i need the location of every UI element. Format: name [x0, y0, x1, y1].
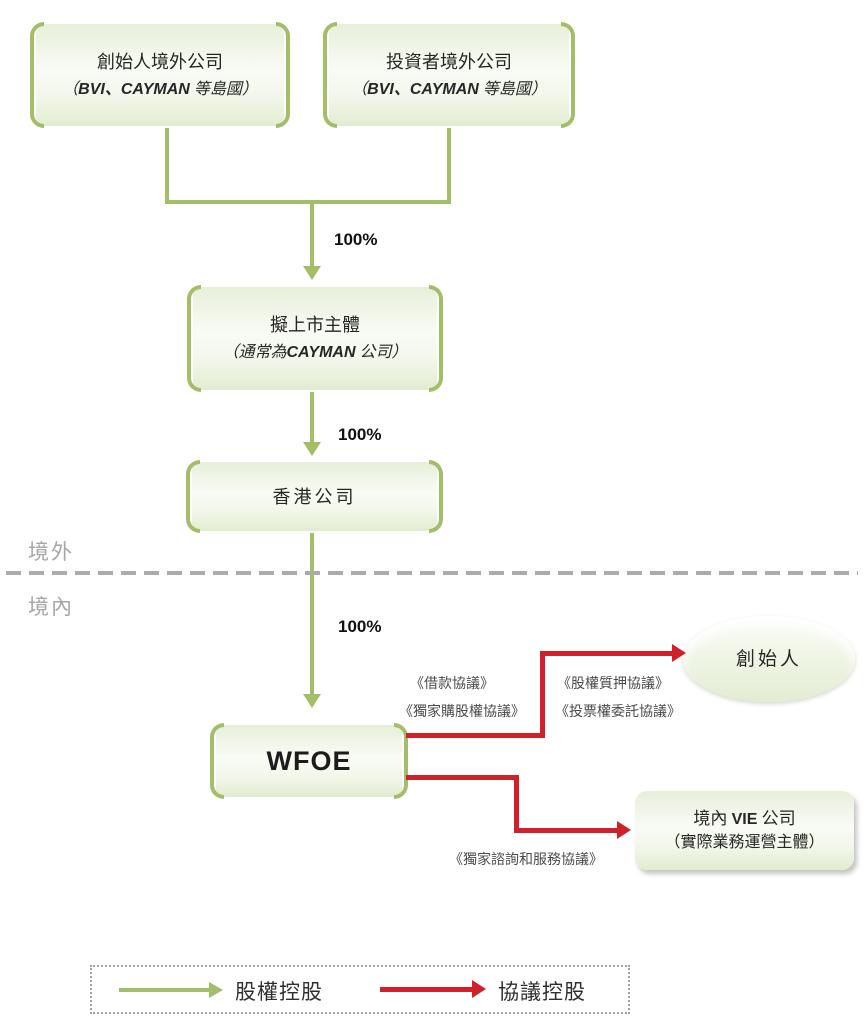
contract-arrow-to-vie: [406, 775, 519, 780]
bracket-right: [394, 723, 408, 799]
text-part: （: [351, 80, 368, 98]
arrowhead: [472, 980, 486, 998]
node-subtitle: （BVI、CAYMAN 等島國）: [62, 80, 258, 98]
connector-segment: [514, 828, 619, 833]
offshore-onshore-divider: [6, 571, 858, 575]
arrowhead: [303, 266, 321, 280]
node-hk-company: 香港公司: [186, 460, 443, 533]
text-part: 公司: [757, 809, 796, 828]
bracket-left: [323, 22, 337, 128]
bracket-left: [186, 460, 200, 533]
text-part: 公司）: [355, 344, 408, 361]
node-label: WFOE: [210, 723, 408, 799]
node-vie-company: 境內 VIE 公司 （實際業務運營主體）: [635, 791, 854, 870]
text-part: CAYMAN: [286, 344, 356, 361]
box-fill: [36, 24, 284, 126]
agreement-label-exclusive-option: 《獨家購股權協議》: [399, 705, 525, 720]
legend-contract-arrow: [380, 987, 472, 992]
bracket-right: [561, 22, 575, 128]
text-part: （: [62, 80, 79, 98]
text-part: BVI、CAYMAN: [78, 80, 190, 98]
node-title: WFOE: [266, 745, 352, 776]
bracket-left: [210, 723, 224, 799]
agreement-label-voting-proxy: 《投票權委託協議》: [555, 705, 681, 720]
node-title: 擬上市主體: [270, 315, 360, 335]
connector-segment: [540, 651, 545, 738]
text-part: 等島國）: [478, 80, 547, 98]
arrowhead: [303, 694, 321, 708]
connector-segment: [540, 651, 674, 656]
node-title: 境內 VIE 公司: [693, 810, 795, 828]
text-part: 等島國）: [189, 80, 258, 98]
node-wfoe: WFOE: [210, 723, 408, 799]
legend-equity-arrow: [119, 988, 209, 992]
region-label-onshore: 境內: [28, 595, 74, 619]
node-listing-entity: 擬上市主體 （通常為CAYMAN 公司）: [187, 285, 443, 392]
node-founder: 創始人: [683, 616, 855, 702]
bracket-right: [429, 460, 443, 533]
node-investor-offshore: 投資者境外公司 （BVI、CAYMAN 等島國）: [323, 22, 575, 128]
equity-arrow-to-listing: [310, 200, 314, 268]
text-part: （通常為: [222, 344, 287, 361]
box-fill: [216, 725, 402, 797]
legend-equity-label: 股權控股: [235, 980, 323, 1004]
connector-segment: [514, 775, 519, 832]
node-label: 香港公司: [186, 460, 443, 533]
bracket-left: [30, 22, 44, 128]
equity-arrow-to-hk: [310, 392, 314, 444]
node-title: 投資者境外公司: [386, 51, 512, 72]
contract-arrow-to-founder: [406, 733, 545, 738]
connector-segment: [165, 128, 169, 204]
node-subtitle: （BVI、CAYMAN 等島國）: [351, 80, 547, 98]
node-label: 創始人境外公司 （BVI、CAYMAN 等島國）: [30, 22, 290, 128]
connector-segment: [165, 200, 451, 204]
node-title: 創始人: [735, 648, 802, 670]
connector-segment: [447, 128, 451, 204]
agreement-label-exclusive-services: 《獨家諮詢和服務協議》: [449, 853, 603, 868]
arrowhead: [303, 442, 321, 456]
equity-arrow-to-wfoe: [310, 533, 314, 696]
percent-label-mid: 100%: [338, 425, 382, 444]
region-label-offshore: 境外: [28, 540, 74, 564]
box-fill: [193, 287, 437, 390]
agreement-label-loan: 《借款協議》: [410, 677, 494, 692]
legend-box: 股權控股 協議控股: [90, 965, 630, 1014]
node-title: 香港公司: [272, 486, 357, 507]
bracket-right: [276, 22, 290, 128]
arrowhead: [209, 982, 223, 998]
text-part: 境內: [693, 809, 732, 828]
arrowhead: [672, 644, 686, 662]
node-title: 創始人境外公司: [97, 51, 223, 72]
node-subtitle: （實際業務運營主體）: [664, 834, 825, 851]
legend-contract-label: 協議控股: [498, 980, 586, 1004]
node-label: 投資者境外公司 （BVI、CAYMAN 等島國）: [323, 22, 575, 128]
node-subtitle: （通常為CAYMAN 公司）: [222, 345, 407, 361]
node-founder-offshore: 創始人境外公司 （BVI、CAYMAN 等島國）: [30, 22, 290, 128]
box-fill: [329, 24, 569, 126]
bracket-left: [187, 285, 201, 392]
arrowhead: [617, 821, 631, 839]
bracket-right: [429, 285, 443, 392]
node-label: 擬上市主體 （通常為CAYMAN 公司）: [187, 285, 443, 392]
text-part: VIE: [731, 811, 758, 828]
text-part: BVI、CAYMAN: [367, 80, 479, 98]
percent-label-top: 100%: [334, 230, 378, 249]
percent-label-bottom: 100%: [338, 617, 382, 636]
box-fill: [192, 462, 437, 531]
agreement-label-equity-pledge: 《股權質押協議》: [557, 677, 669, 692]
